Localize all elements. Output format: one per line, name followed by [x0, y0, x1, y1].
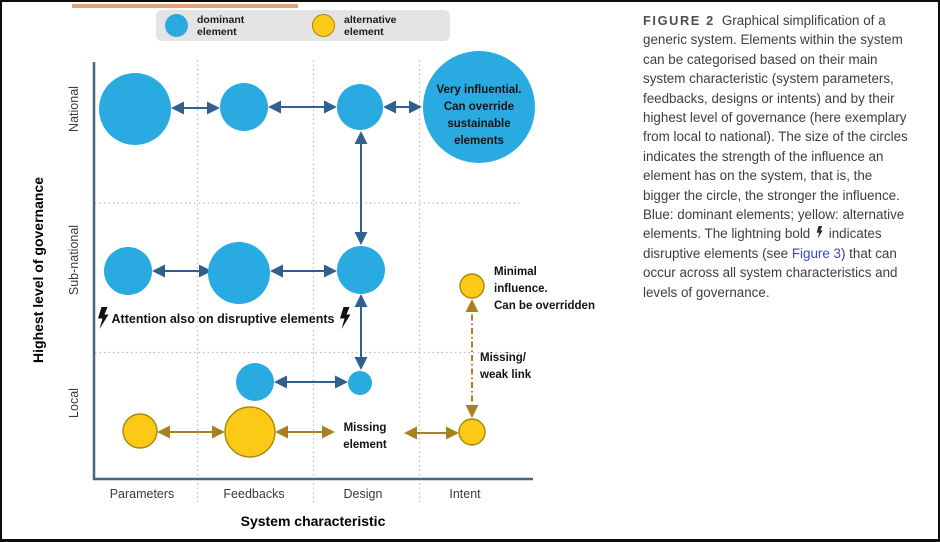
x-tick-label: Design [344, 487, 383, 501]
dominant-element-circle [337, 84, 383, 130]
lightning-bolt-icon [816, 226, 823, 240]
dominant-element-circle [220, 83, 268, 131]
diagram-label: Can be overridden [494, 300, 595, 312]
diagram-label: Missing/ [480, 352, 527, 364]
diagram-label: Minimal [494, 266, 537, 278]
lightning-bolt-icon [340, 307, 351, 329]
alternative-element-circle [224, 406, 276, 458]
y-axis-title: Highest level of governance [30, 177, 46, 363]
diagram-label: weak link [479, 369, 532, 381]
x-tick-label: Parameters [110, 487, 175, 501]
diagram-label: element [343, 439, 387, 451]
x-tick-label: Intent [449, 487, 481, 501]
diagram-label: Missing [344, 422, 387, 434]
caption-text-1: Graphical simplification of a generic sy… [643, 13, 908, 242]
dominant-element-circle [423, 51, 535, 163]
alternative-element-swatch-icon [312, 14, 335, 37]
lightning-bolt-icon [98, 307, 109, 329]
diagram-label: Very influential. [437, 84, 522, 96]
legend-item-alternative: alternative element [303, 14, 450, 38]
dominant-element-circle [337, 246, 385, 294]
dominant-element-circle [236, 363, 274, 401]
y-tick-label: National [67, 86, 81, 132]
dominant-element-circle [104, 247, 152, 295]
diagram-label: sustainable [447, 118, 510, 130]
dominant-element-swatch-icon [165, 14, 188, 37]
caption-text-3: ) that can occur across all system chara… [643, 245, 898, 300]
legend-label-alternative: alternative element [344, 13, 397, 38]
diagram-label: Attention also on disruptive elements [112, 312, 335, 326]
system-diagram: Very influential. Can override sustainable… [30, 51, 595, 529]
dominant-element-circle [99, 73, 171, 145]
y-tick-label: Sub-national [67, 225, 81, 295]
legend: dominant element alternative element [156, 10, 450, 41]
legend-item-dominant: dominant element [156, 14, 303, 38]
caption-text-2: indicates disruptive elements (see [643, 226, 882, 261]
diagram-label: elements [454, 135, 504, 147]
x-axis-title: System characteristic [241, 513, 386, 529]
dominant-element-circle [348, 371, 372, 395]
dominant-element-circle [208, 242, 270, 304]
diagram-label: influence. [494, 283, 548, 295]
alternative-element-circle [122, 413, 158, 449]
top-accent-bar [72, 4, 298, 8]
alternative-element-circle [458, 418, 486, 446]
x-tick-label: Feedbacks [223, 487, 284, 501]
figure-number-label: FIGURE 2 [643, 13, 715, 28]
legend-label-dominant: dominant element [197, 13, 245, 38]
diagram-label: Can override [444, 101, 514, 113]
y-tick-label: Local [67, 388, 81, 418]
alternative-element-circle [459, 273, 485, 299]
figure-3-link[interactable]: Figure 3 [791, 245, 841, 261]
